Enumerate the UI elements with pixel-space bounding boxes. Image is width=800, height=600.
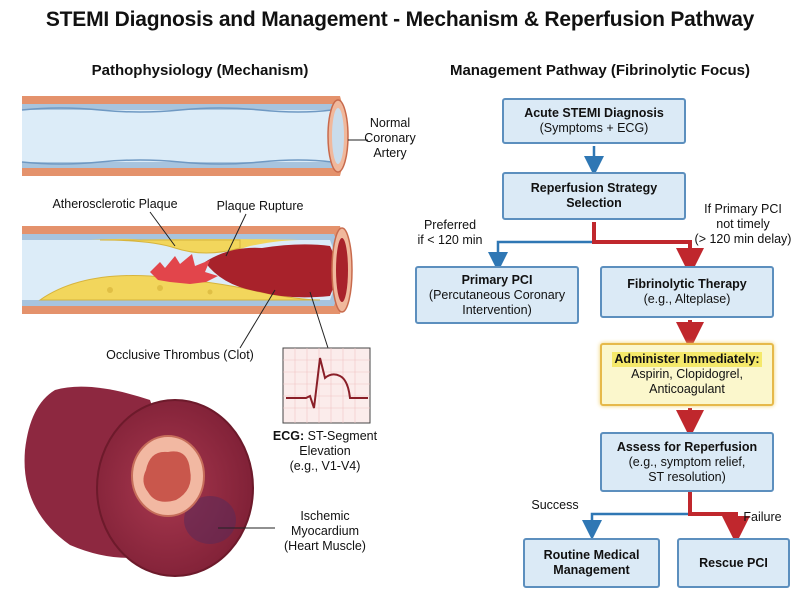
page-title: STEMI Diagnosis and Management - Mechani… <box>45 8 755 31</box>
left-heading: Pathophysiology (Mechanism) <box>91 62 309 79</box>
rescue-pci-box: Rescue PCI <box>677 538 790 588</box>
rupture-label: Plaque Rupture <box>216 199 304 213</box>
success-label: Success <box>531 498 579 512</box>
ecg-label: ECG: ST-Segment Elevation(e.g., V1-V4) <box>272 429 378 473</box>
assess-box: Assess for Reperfusion(e.g., symptom rel… <box>600 432 774 492</box>
fibrinolytic-box: Fibrinolytic Therapy(e.g., Alteplase) <box>600 266 774 318</box>
administer-box: Administer Immediately:Aspirin, Clopidog… <box>600 343 774 406</box>
normal-artery-illustration <box>21 96 368 176</box>
diseased-artery-illustration <box>22 211 353 349</box>
flowchart-arrows <box>488 146 750 544</box>
thrombus-label: Occlusive Thrombus (Clot) <box>106 348 254 362</box>
ecg-inset-illustration <box>282 347 371 424</box>
diagnosis-box: Acute STEMI Diagnosis(Symptoms + ECG) <box>502 98 686 144</box>
right-heading: Management Pathway (Fibrinolytic Focus) <box>449 62 751 79</box>
myocardium-illustration <box>24 386 275 577</box>
failure-label: Failure <box>743 510 782 524</box>
plaque-label: Atherosclerotic Plaque <box>52 197 178 211</box>
